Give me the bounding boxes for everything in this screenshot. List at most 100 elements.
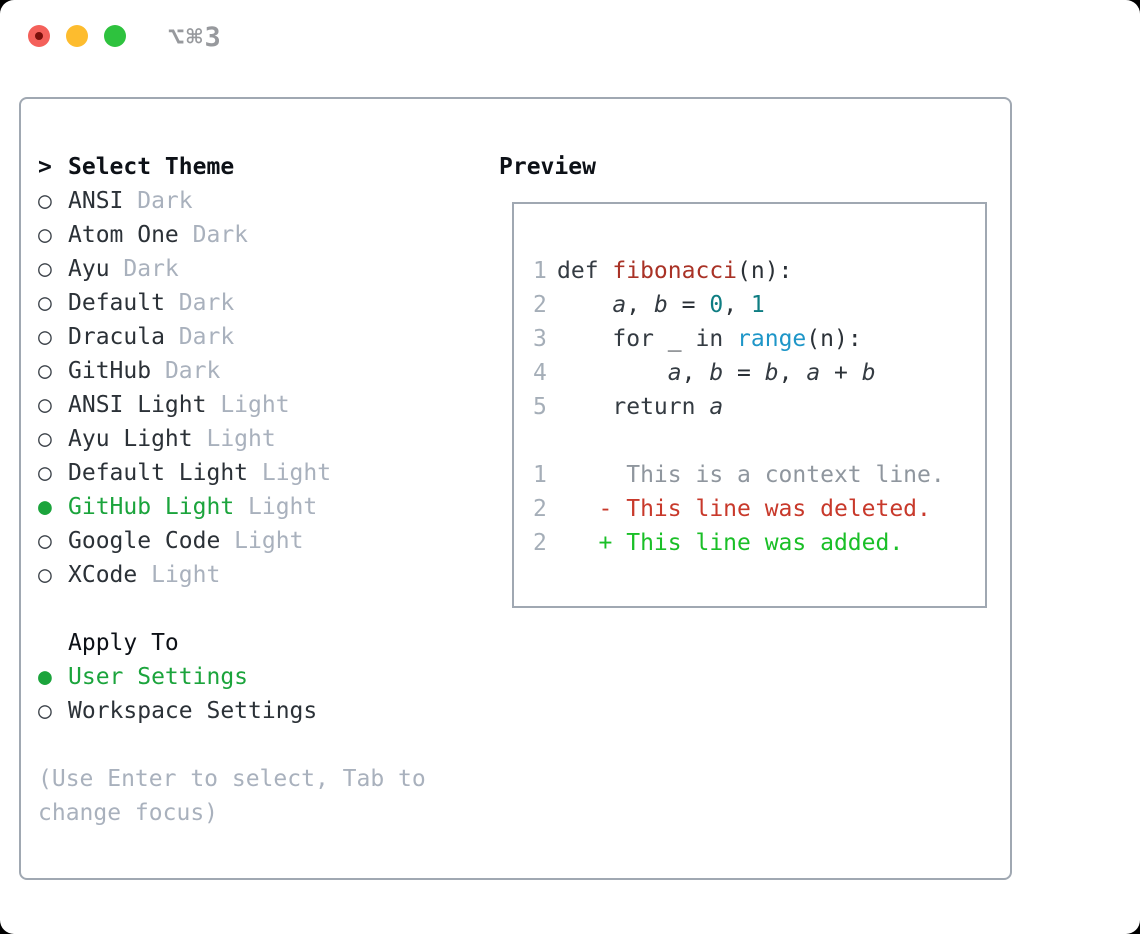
theme-option-label: ANSI [68, 188, 124, 214]
zoom-button[interactable] [104, 25, 126, 47]
theme-option[interactable]: ○ ANSI Dark [38, 184, 483, 218]
theme-option[interactable]: ○ Atom One Dark [38, 218, 483, 252]
theme-list: ○ANSI Dark○Atom One Dark○Ayu Dark○Defaul… [38, 184, 483, 592]
window-title-shortcut: ⌥⌘3 [168, 22, 223, 53]
theme-variant-label: Dark [164, 290, 235, 316]
theme-option[interactable]: ○ Ayu Light Light [38, 422, 483, 456]
spacer [38, 728, 483, 762]
radio-unselected-icon: ○ [38, 460, 52, 486]
line-number: 5 [533, 394, 547, 420]
minimize-button[interactable] [66, 25, 88, 47]
line-number: 4 [533, 360, 547, 386]
preview-title: Preview [499, 154, 596, 180]
radio-unselected-icon: ○ [38, 222, 52, 248]
code-token-plain [557, 288, 612, 322]
apply-target-option[interactable]: ●User Settings [38, 660, 483, 694]
theme-variant-label: Light [137, 562, 221, 588]
theme-option[interactable]: ○Dracula Dark [38, 320, 483, 354]
radio-unselected-icon: ○ [38, 188, 52, 214]
code-token-variable: b [764, 360, 779, 386]
theme-option[interactable]: ●GitHub Light Light [38, 490, 483, 524]
theme-variant-label: Light [220, 528, 304, 554]
code-token-builtin: range [737, 326, 807, 352]
apply-target-option[interactable]: ○ Workspace Settings [38, 694, 483, 728]
code-line: 2 a, b = 0, 1 [533, 288, 985, 322]
code-line: 2 + This line was added. [533, 526, 985, 560]
theme-option[interactable]: ○Default Light Light [38, 456, 483, 490]
code-token-plain: (n): [737, 258, 793, 284]
radio-selected-icon: ● [38, 494, 52, 520]
code-token-function: fibonacci [612, 258, 738, 284]
line-number: 1 [533, 462, 547, 488]
theme-option[interactable]: ○ANSI Light Light [38, 388, 483, 422]
theme-option[interactable]: ○ Google Code Light [38, 524, 483, 558]
select-theme-header: > Select Theme [38, 150, 483, 184]
theme-option[interactable]: ○Default Dark [38, 286, 483, 320]
code-token-plain: , [723, 292, 751, 318]
theme-option-label: Ayu [68, 256, 110, 282]
theme-variant-label: Dark [123, 188, 193, 214]
code-line: 1 This is a context line. [533, 458, 985, 492]
code-token-plain: , [626, 292, 654, 318]
theme-option-label: XCode [68, 562, 138, 588]
theme-option-label: Atom One [68, 222, 179, 248]
code-token-plain: = [723, 360, 765, 386]
code-token-number: 1 [750, 292, 765, 318]
theme-option[interactable]: ○ XCode Light [38, 558, 483, 592]
theme-variant-label: Dark [178, 222, 249, 248]
code-token-variable: a [709, 394, 724, 420]
titlebar: ⌥⌘3 [0, 0, 1140, 75]
code-line: 4 a, b = b, a + b [533, 356, 985, 390]
radio-unselected-icon: ○ [38, 358, 52, 384]
code-token-variable: b [861, 360, 876, 386]
code-token-plain [557, 356, 668, 390]
code-token-plain [557, 390, 612, 424]
theme-option[interactable]: ○ Ayu Dark [38, 252, 483, 286]
apply-to-header: Apply To [68, 630, 179, 656]
code-token-plain: _ [653, 326, 696, 352]
radio-unselected-icon: ○ [38, 392, 52, 418]
theme-option-label: Default [68, 290, 165, 316]
theme-variant-label: Light [234, 494, 318, 520]
theme-variant-label: Dark [109, 256, 179, 282]
code-token-deleted: - This line was deleted. [557, 496, 931, 522]
code-token-context: This is a context line. [557, 462, 945, 488]
radio-unselected-icon: ○ [38, 256, 52, 282]
radio-unselected-icon: ○ [38, 698, 52, 724]
radio-unselected-icon: ○ [38, 528, 52, 554]
code-token-variable: b [653, 292, 668, 318]
line-number: 2 [533, 496, 547, 522]
code-token-number: 0 [709, 292, 724, 318]
code-token-keyword: for [612, 326, 654, 352]
code-token-keyword: def [557, 258, 613, 284]
theme-list-column: > Select Theme ○ANSI Dark○Atom One Dark○… [38, 150, 483, 830]
apply-to-list: ●User Settings ○ Workspace Settings [38, 660, 483, 728]
code-token-variable: a [806, 360, 821, 386]
theme-option-label: Google Code [68, 528, 221, 554]
code-line: 3 for _ in range(n): [533, 322, 985, 356]
radio-unselected-icon: ○ [38, 426, 52, 452]
code-token-added: + This line was added. [557, 530, 904, 556]
code-line: 2 - This line was deleted. [533, 492, 985, 526]
radio-unselected-icon: ○ [38, 562, 52, 588]
code-token-plain [557, 322, 612, 356]
code-token-plain: + [820, 360, 862, 386]
theme-variant-label: Light [192, 426, 276, 452]
theme-option-label: GitHub [68, 358, 152, 384]
close-button[interactable] [28, 25, 50, 47]
theme-option-label: Dracula [68, 324, 165, 350]
theme-option-label: Ayu Light [68, 426, 193, 452]
line-number [533, 424, 547, 458]
code-token-variable: a [612, 292, 627, 318]
theme-variant-label: Dark [164, 324, 235, 350]
theme-option-label: Default Light [68, 460, 249, 486]
code-token-plain: = [667, 292, 710, 318]
code-token-plain: , [778, 360, 807, 386]
spacer [38, 592, 483, 626]
apply-target-option-label: Workspace Settings [68, 698, 318, 724]
theme-option[interactable]: ○GitHub Dark [38, 354, 483, 388]
